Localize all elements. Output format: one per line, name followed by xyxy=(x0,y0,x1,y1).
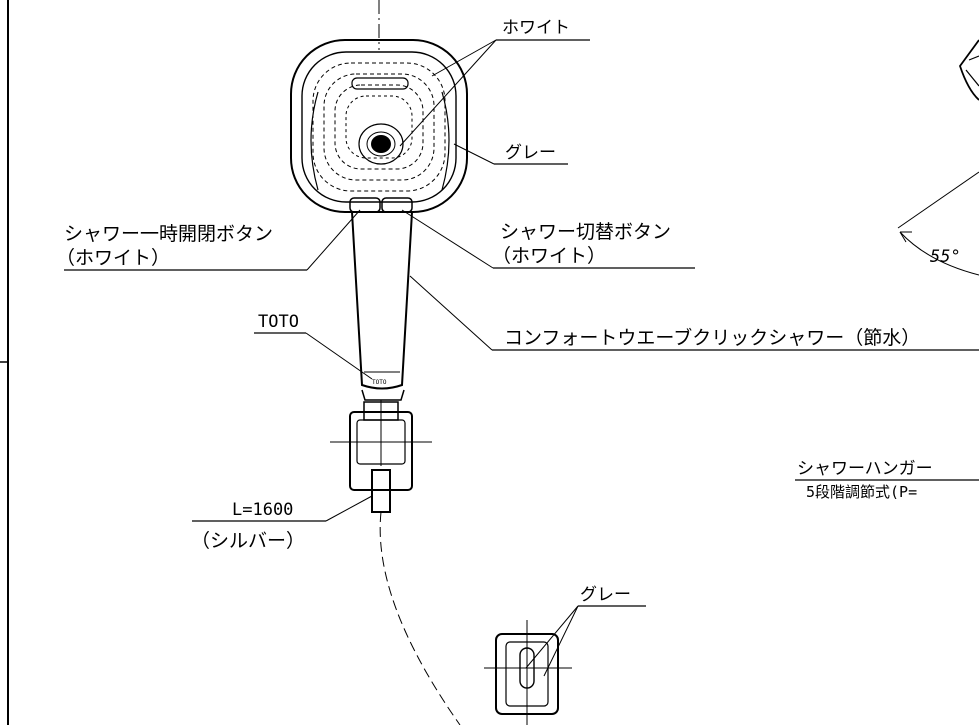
label-switch-button: シャワー切替ボタン xyxy=(500,221,671,243)
partial-view-top-right xyxy=(897,39,979,276)
label-pause-button: シャワー一時開閉ボタン xyxy=(64,223,273,245)
hose xyxy=(371,469,461,725)
label-hose-length: L=1600 xyxy=(232,500,293,520)
label-switch-button-color: （ホワイト） xyxy=(492,245,606,267)
label-hanger-gray: グレー xyxy=(580,585,631,605)
angle-label: 55° xyxy=(930,247,961,267)
label-hanger-name: シャワーハンガー xyxy=(797,459,933,479)
shower-head xyxy=(290,39,468,213)
label-hose-color: （シルバー） xyxy=(191,530,305,552)
label-product-name: コンフォートウエーブクリックシャワー（節水） xyxy=(504,326,920,349)
handle-logo-text: TOTO xyxy=(372,379,387,386)
shower-handle: TOTO xyxy=(351,211,413,401)
white-slot-top xyxy=(351,77,409,90)
switch-button-shape xyxy=(381,197,413,213)
label-pause-button-color: （ホワイト） xyxy=(56,247,170,269)
leader-lines xyxy=(64,39,979,677)
label-toto: TOTO xyxy=(258,312,299,332)
hanger-side-view xyxy=(330,400,432,491)
label-hanger-spec: 5段階調節式(P= xyxy=(806,483,917,501)
nozzle-center-dot xyxy=(371,135,391,153)
hanger-front-view xyxy=(484,620,572,725)
label-white-top: ホワイト xyxy=(502,18,570,38)
pause-button-shape xyxy=(349,197,381,213)
label-gray-head: グレー xyxy=(505,143,556,163)
